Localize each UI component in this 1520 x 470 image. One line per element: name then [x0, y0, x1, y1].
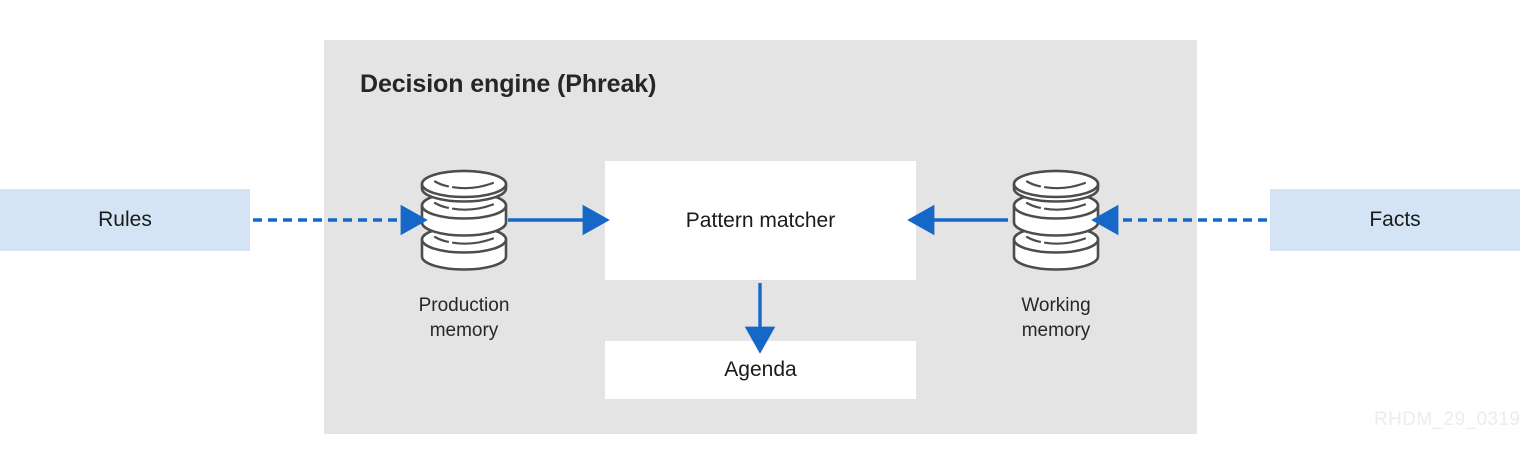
working-memory-caption-line2: memory: [1021, 320, 1091, 341]
facts-label: Facts: [1369, 208, 1421, 231]
production-memory-caption-line2: memory: [429, 320, 499, 341]
decision-engine-title: Decision engine (Phreak): [360, 70, 657, 98]
production-memory-caption: Production memory: [384, 293, 544, 343]
rules-label: Rules: [98, 208, 152, 231]
working-memory-database-cylinder-icon: [1012, 169, 1100, 271]
rules-input-box: Rules: [0, 189, 250, 251]
pattern-matcher-label: Pattern matcher: [685, 208, 836, 232]
facts-input-box: Facts: [1270, 189, 1520, 251]
production-memory-caption-line1: Production: [418, 295, 510, 316]
working-memory-caption: Working memory: [976, 293, 1136, 343]
watermark-label: RHDM_29_0319: [1374, 409, 1520, 430]
working-memory-caption-line1: Working: [1021, 295, 1091, 316]
agenda-box: Agenda: [605, 341, 916, 399]
agenda-label: Agenda: [724, 358, 797, 381]
production-memory-database-cylinder-icon: [420, 169, 508, 271]
pattern-matcher-box: Pattern matcher: [605, 161, 916, 280]
